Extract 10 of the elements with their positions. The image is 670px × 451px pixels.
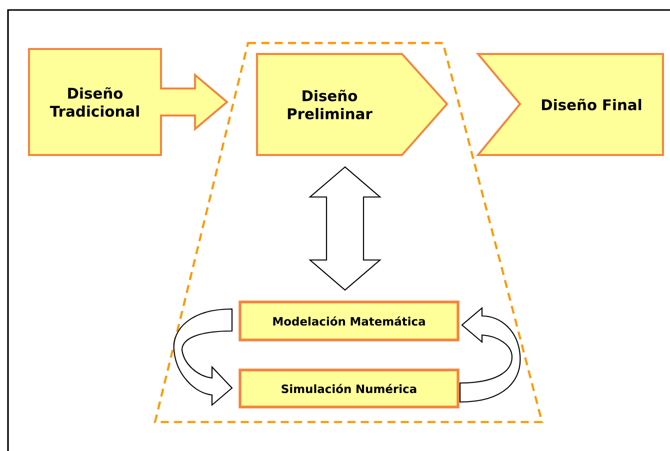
curved-arrow: [173, 308, 233, 406]
dashed-trapezoid: [154, 42, 544, 424]
pentagon-arrow-box: Diseño Preliminar: [256, 53, 448, 156]
block-arrow: [159, 72, 229, 132]
curved-arrow: [459, 307, 521, 403]
chevron-box: Diseño Final: [476, 53, 664, 156]
process-box: Diseño Tradicional: [28, 48, 162, 156]
process-box: Simulación Numérica: [238, 368, 460, 408]
double-arrow: [308, 166, 382, 291]
process-box: Modelación Matemática: [238, 300, 460, 342]
